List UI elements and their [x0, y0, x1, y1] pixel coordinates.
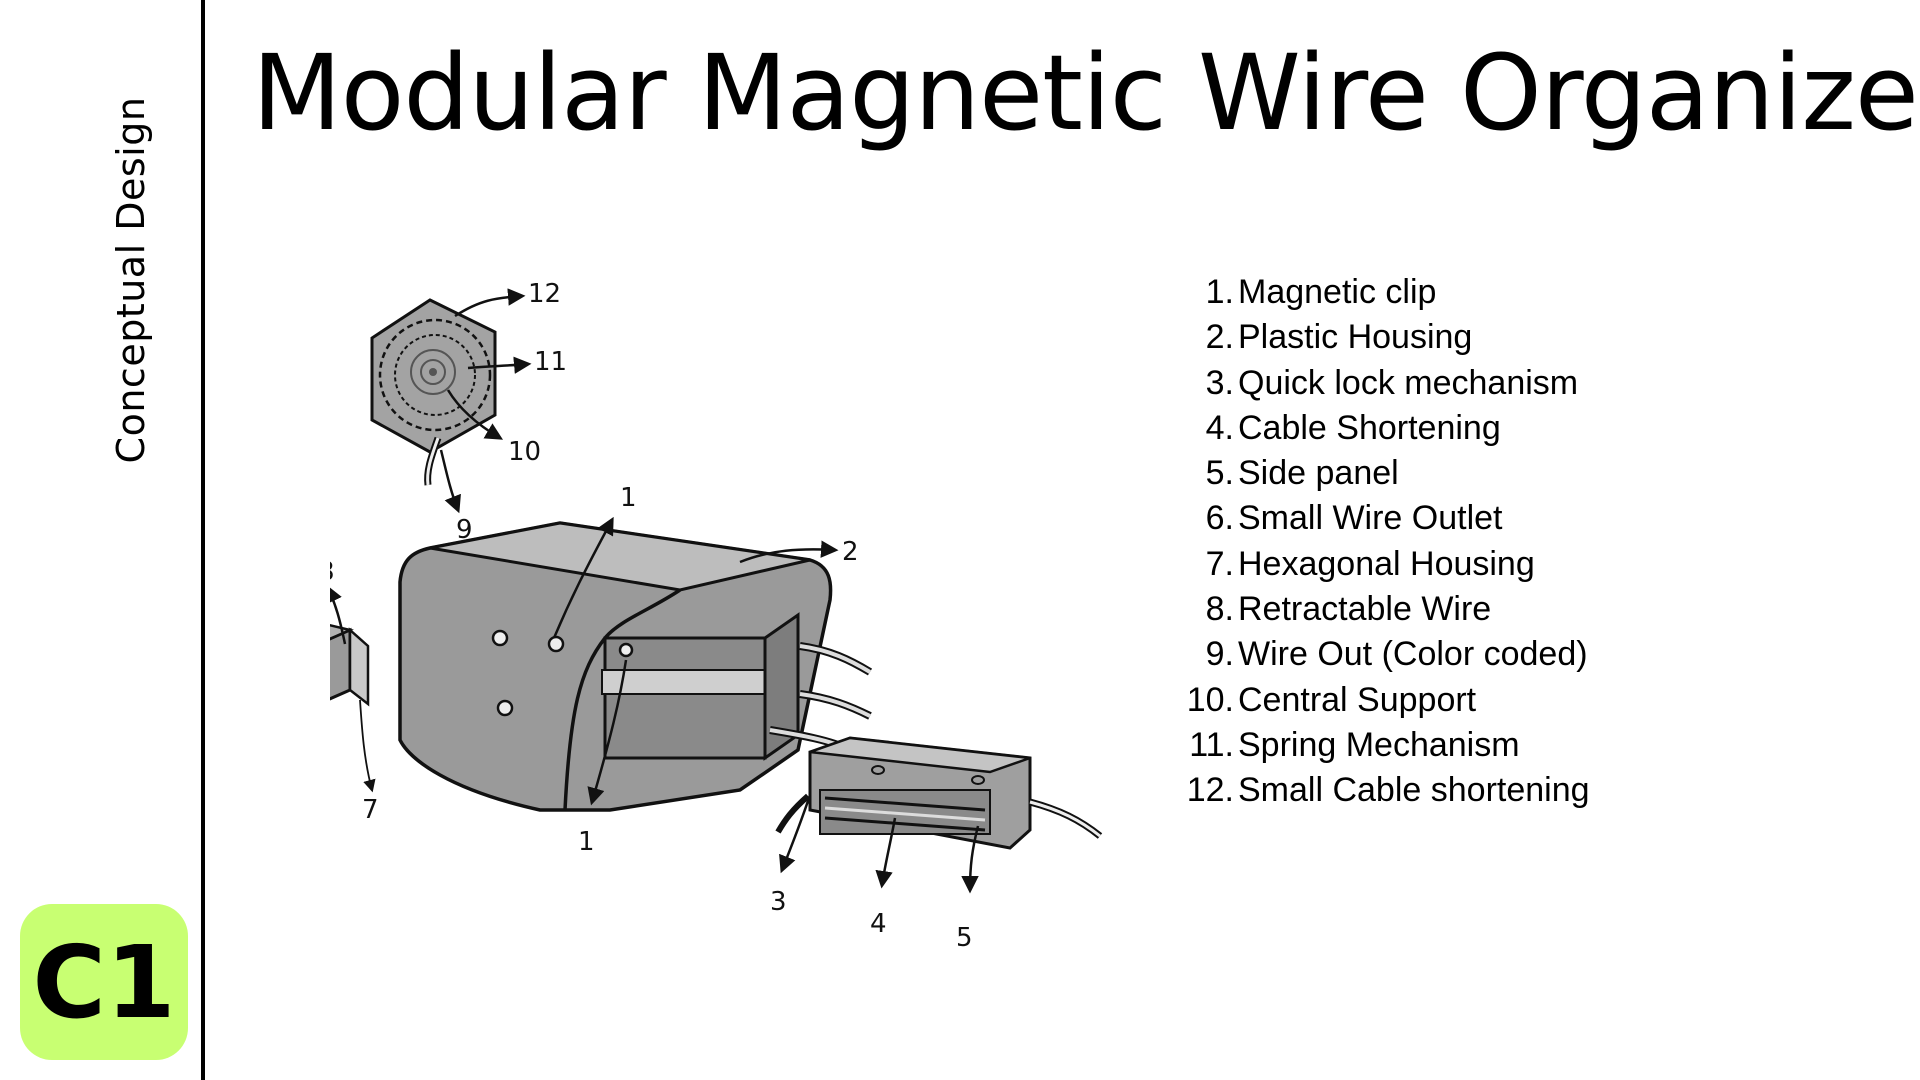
- hexagonal-housing-top-view: [370, 298, 497, 486]
- legend-item: 8.Retractable Wire: [1180, 587, 1590, 632]
- legend-number: 2.: [1205, 318, 1234, 357]
- callout-2: 2: [842, 537, 859, 567]
- legend-label: Plastic Housing: [1238, 318, 1473, 357]
- legend-label: Retractable Wire: [1238, 590, 1492, 629]
- legend-item: 10.Central Support: [1180, 678, 1590, 723]
- callout-5: 5: [956, 923, 973, 953]
- legend-label: Quick lock mechanism: [1238, 363, 1579, 402]
- legend-number: 10.: [1186, 680, 1234, 719]
- legend-item: 3.Quick lock mechanism: [1180, 361, 1590, 406]
- small-wire-outlet: [330, 623, 370, 707]
- callout-1-top: 1: [620, 483, 637, 513]
- legend-label: Cable Shortening: [1238, 408, 1501, 447]
- callout-12: 12: [528, 279, 561, 309]
- legend-item: 6.Small Wire Outlet: [1180, 496, 1590, 541]
- legend-number: 1.: [1205, 273, 1234, 311]
- legend-item: 11.Spring Mechanism: [1180, 723, 1590, 768]
- section-label: Conceptual Design: [109, 96, 153, 464]
- legend-label: Magnetic clip: [1238, 273, 1437, 311]
- sidebar-divider: [201, 0, 205, 1080]
- legend-number: 7.: [1205, 544, 1234, 583]
- callout-3: 3: [770, 887, 787, 917]
- legend-label: Spring Mechanism: [1238, 725, 1520, 764]
- legend-item: 2.Plastic Housing: [1180, 315, 1590, 360]
- legend-number: 5.: [1205, 454, 1234, 493]
- page-title: Modular Magnetic Wire Organizer: [252, 32, 1920, 154]
- legend-label: Small Wire Outlet: [1238, 499, 1503, 538]
- legend-item: 1.Magnetic clip: [1180, 270, 1590, 315]
- legend-item: 9.Wire Out (Color coded): [1180, 632, 1590, 677]
- legend-item: 5.Side panel: [1180, 451, 1590, 496]
- legend-item: 4.Cable Shortening: [1180, 406, 1590, 451]
- legend-number: 4.: [1205, 408, 1234, 447]
- legend-label: Small Cable shortening: [1238, 771, 1590, 810]
- legend-number: 12.: [1186, 771, 1234, 810]
- legend-label: Wire Out (Color coded): [1238, 635, 1588, 674]
- callout-10: 10: [508, 437, 541, 467]
- legend-number: 9.: [1205, 635, 1234, 674]
- legend-item: 7.Hexagonal Housing: [1180, 542, 1590, 587]
- plastic-housing: [398, 521, 833, 812]
- legend-number: 6.: [1205, 499, 1234, 538]
- legend-label: Side panel: [1238, 454, 1399, 493]
- callout-4: 4: [870, 909, 887, 939]
- legend-number: 11.: [1189, 725, 1234, 764]
- cable-shortening-tray: [775, 736, 1103, 850]
- legend-number: 3.: [1205, 363, 1234, 402]
- callout-11: 11: [534, 347, 567, 377]
- product-sketch: 12 11 10 9 1 2 8 6 7 1: [330, 279, 1103, 953]
- callout-1-bottom: 1: [578, 827, 595, 857]
- callout-9: 9: [456, 515, 473, 545]
- section-badge: C1: [20, 904, 188, 1060]
- legend-number: 8.: [1205, 590, 1234, 629]
- legend-item: 12.Small Cable shortening: [1180, 768, 1590, 813]
- legend-label: Central Support: [1238, 680, 1477, 719]
- callout-8: 8: [330, 557, 335, 587]
- legend-label: Hexagonal Housing: [1238, 544, 1535, 583]
- callout-7: 7: [362, 795, 379, 825]
